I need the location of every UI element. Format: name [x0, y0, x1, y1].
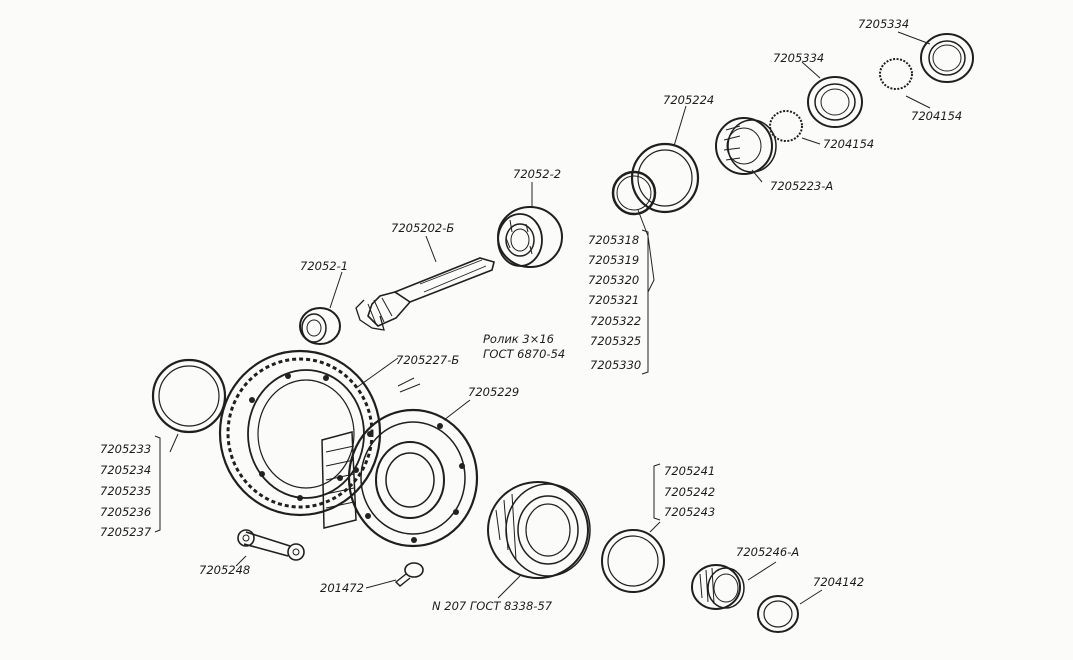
leader-lines: [169, 31, 931, 605]
ring-7204142: [757, 595, 799, 633]
roller-3x16: [397, 377, 421, 393]
brackets: [154, 229, 661, 533]
label-roller-line1: Ролик 3×16: [483, 332, 554, 346]
shim-label-left-1: 7205234: [100, 463, 151, 477]
label-roller-line2: ГОСТ 6870-54: [483, 347, 565, 361]
shim-label-right-3: 7205321: [588, 293, 639, 307]
ring-7205334-mid: [807, 76, 863, 128]
label-7205223a: 7205223-А: [770, 179, 833, 193]
lock-plate-7205248: [237, 529, 305, 561]
shim-label-bottom-0: 7205241: [664, 464, 715, 478]
roller-bearing-7205223a: [715, 117, 777, 175]
shim-label-right-2: 7205320: [588, 273, 639, 287]
shim-label-left-2: 7205235: [100, 484, 151, 498]
label-7205224: 7205224: [663, 93, 714, 107]
label-7205248: 7205248: [199, 563, 250, 577]
label-7205334-mid: 7205334: [773, 51, 824, 65]
ring-gear-7205227b: [218, 349, 382, 517]
roller-bearing-7205246a: [691, 564, 745, 610]
shims-7205233-ring: [151, 358, 227, 434]
label-7205246a: 7205246-А: [736, 545, 799, 559]
label-7205227b: 7205227-Б: [396, 353, 459, 367]
snap-ring-7204154-mid: [769, 110, 803, 142]
label-72052-2: 72052-2: [513, 167, 561, 181]
differential-case-7205229: [321, 408, 479, 548]
ball-bearing-n207: [487, 481, 591, 579]
label-7205229: 7205229: [468, 385, 519, 399]
label-72052-1: 72052-1: [300, 259, 348, 273]
ring-7205224: [630, 142, 700, 214]
shim-label-right-5: 7205325: [590, 334, 641, 348]
shim-label-left-0: 7205233: [100, 442, 151, 456]
shim-label-bottom-2: 7205243: [664, 505, 715, 519]
part-labels: 7205334 7205334 7204154 7204154 7205224 …: [100, 17, 962, 613]
shim-label-right-1: 7205319: [588, 253, 639, 267]
shim-label-bottom-1: 7205242: [664, 485, 715, 499]
shim-label-left-3: 7205236: [100, 505, 151, 519]
label-201472: 201472: [320, 581, 364, 595]
label-7204154-mid: 7204154: [823, 137, 874, 151]
shim-label-left-4: 7205237: [100, 525, 152, 539]
label-n207: N 207 ГОСТ 8338-57: [432, 599, 553, 613]
shims-7205318-group: [611, 170, 657, 216]
shim-label-right-4: 7205322: [590, 314, 641, 328]
snap-ring-7204154-right: [879, 58, 913, 90]
bearing-72052-2: [497, 206, 563, 268]
label-7204154-right: 7204154: [911, 109, 962, 123]
shim-ring-7205241: [601, 529, 665, 593]
pinion-shaft-7205202b: [355, 257, 495, 331]
shim-label-right-0: 7205318: [588, 233, 639, 247]
bolt-201472: [394, 562, 424, 587]
label-7205202b: 7205202-Б: [391, 221, 454, 235]
ring-7205334-top: [920, 33, 974, 83]
shim-label-right-6: 7205330: [590, 358, 641, 372]
bearing-72052-1: [299, 307, 341, 345]
label-7205334-top: 7205334: [858, 17, 909, 31]
label-7204142: 7204142: [813, 575, 864, 589]
